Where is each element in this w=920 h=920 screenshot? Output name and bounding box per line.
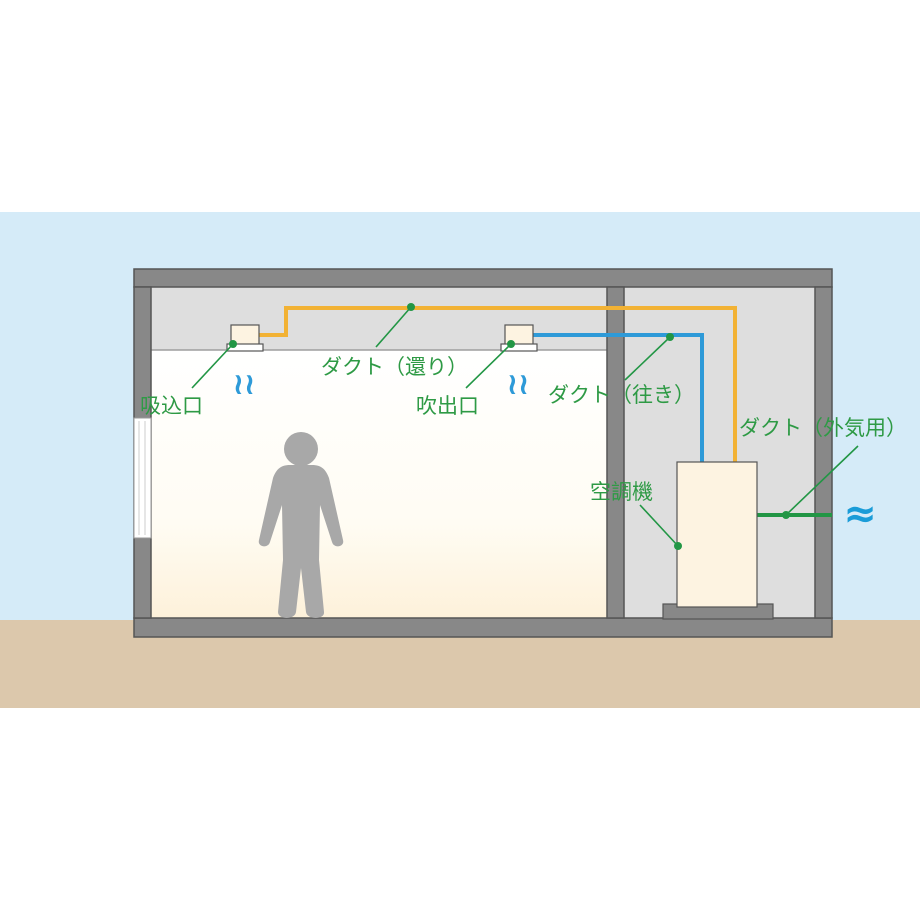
outlet-dot: [507, 340, 515, 348]
leader-lines: [191, 306, 859, 547]
floor-slab: [133, 617, 833, 638]
ceiling-space: [151, 287, 607, 350]
outdoor-duct-dot: [782, 511, 790, 519]
intake-dot: [229, 340, 237, 348]
partition-wall: [606, 286, 625, 619]
supply-duct-label: ダクト（往き）: [548, 383, 695, 407]
return-duct-label: ダクト（還り）: [321, 355, 468, 379]
ac-unit: [676, 461, 758, 608]
intake-label: 吸込口: [140, 394, 203, 418]
person-icon: [258, 432, 344, 618]
return-duct-dot: [407, 303, 415, 311]
warm-air-icon: ≀≀: [233, 367, 256, 402]
intake-vent: [226, 324, 264, 352]
cool-air-icon: ≀≀: [507, 367, 530, 402]
right-wall: [814, 286, 833, 619]
roof: [133, 268, 833, 288]
leader-dots: [229, 303, 790, 550]
supply-duct: [533, 333, 704, 463]
outlet-vent: [500, 324, 538, 352]
return-duct: [259, 306, 737, 463]
outdoor-air-icon: ≈: [843, 491, 877, 537]
outlet-label: 吹出口: [416, 394, 479, 418]
ac-unit-label: 空調機: [590, 480, 653, 504]
living-room: [151, 350, 607, 618]
supply-duct-dot: [666, 333, 674, 341]
ac-unit-dot: [674, 542, 682, 550]
window: [133, 417, 152, 539]
outdoor-duct-label: ダクト（外気用）: [739, 416, 907, 440]
